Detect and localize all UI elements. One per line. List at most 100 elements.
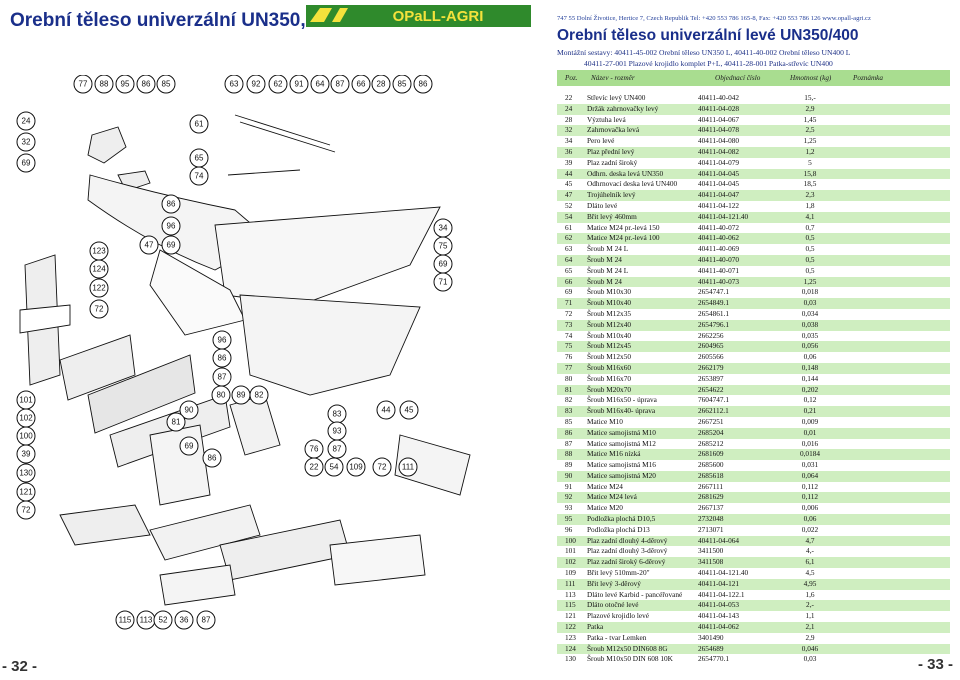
cell-name: Podložka plochá D13 xyxy=(587,524,698,536)
table-header: Poz. Název - rozměr Objednací číslo Hmot… xyxy=(557,70,950,86)
cell-name: Matice samojistná M10 xyxy=(587,427,698,439)
cell-pos: 100 xyxy=(557,535,587,547)
callout-circle xyxy=(89,259,109,279)
cell-name: Plaz zadní dlouhý 4-děrový xyxy=(587,535,698,547)
cell-note xyxy=(847,546,950,558)
callout-circle xyxy=(202,448,222,468)
cell-weight: 0,06 xyxy=(773,352,847,363)
callout-circle xyxy=(174,610,194,630)
cell-pos: 47 xyxy=(557,190,587,201)
callout-circle xyxy=(351,75,371,94)
cell-weight: 0,009 xyxy=(773,416,847,428)
callout-22: 22 xyxy=(304,457,324,477)
cell-name: Odhrnovací deska levá UN400 xyxy=(587,179,698,191)
cell-order: 2681629 xyxy=(698,492,773,504)
cell-order: 2604965 xyxy=(698,341,773,353)
cell-pos: 111 xyxy=(557,578,587,590)
cell-note xyxy=(847,362,950,374)
callout-circle xyxy=(179,436,199,456)
cell-pos: 93 xyxy=(557,503,587,515)
cell-weight: 1,25 xyxy=(773,136,847,147)
cell-order: 2654861.1 xyxy=(698,308,773,320)
callout-label: 69 xyxy=(439,260,448,269)
callout-47: 47 xyxy=(139,235,159,255)
callout-87: 87 xyxy=(212,367,232,387)
cell-weight: 0,148 xyxy=(773,362,847,374)
callout-circle xyxy=(189,166,209,186)
cell-note xyxy=(847,568,950,579)
cell-pos: 65 xyxy=(557,265,587,277)
cell-name: Zahrnovačka levá xyxy=(587,125,698,137)
callout-label: 72 xyxy=(22,506,31,515)
callout-label: 44 xyxy=(382,406,391,415)
callout-69: 69 xyxy=(179,436,199,456)
cell-note xyxy=(847,384,950,396)
callout-86: 86 xyxy=(161,194,181,214)
callout-65: 65 xyxy=(189,148,209,168)
callout-label: 93 xyxy=(333,427,342,436)
callout-62: 62 xyxy=(268,75,288,94)
cell-pos: 34 xyxy=(557,136,587,147)
cell-weight: 1,2 xyxy=(773,146,847,158)
callout-circle xyxy=(398,457,418,477)
callout-label: 111 xyxy=(402,463,415,472)
cell-order: 2654622 xyxy=(698,384,773,396)
callout-86: 86 xyxy=(202,448,222,468)
callout-label: 76 xyxy=(310,445,319,454)
callout-circle xyxy=(136,75,156,94)
cell-weight: 18,5 xyxy=(773,179,847,191)
page-number-left: - 32 - xyxy=(2,658,38,675)
cell-note xyxy=(847,470,950,482)
callout-label: 63 xyxy=(230,80,239,89)
cell-order: 40411-04-045 xyxy=(698,179,773,191)
callout-80: 80 xyxy=(211,385,231,405)
cell-note xyxy=(847,200,950,212)
callout-circle xyxy=(196,610,216,630)
cell-name: Šroub M12x50 DIN608 8G xyxy=(587,643,698,655)
cell-name: Šroub M12x50 xyxy=(587,352,698,363)
callout-44: 44 xyxy=(376,400,396,420)
callout-circle xyxy=(268,75,288,94)
callout-87: 87 xyxy=(330,75,350,94)
callout-label: 61 xyxy=(195,120,204,129)
cell-pos: 44 xyxy=(557,168,587,180)
callout-label: 102 xyxy=(19,414,33,423)
cell-order: 2653897 xyxy=(698,373,773,385)
cell-note xyxy=(847,557,950,569)
cell-weight: 4,- xyxy=(773,546,847,558)
cell-note xyxy=(847,600,950,612)
callout-circle xyxy=(16,132,36,152)
cell-weight: 2,- xyxy=(773,600,847,612)
callout-label: 122 xyxy=(92,284,106,293)
logo-text: OPaLL-AGRI xyxy=(393,8,484,25)
cell-pos: 62 xyxy=(557,233,587,245)
cell-note xyxy=(847,125,950,137)
cell-order: 40411-04-062 xyxy=(698,622,773,633)
cell-weight: 1,8 xyxy=(773,200,847,212)
callout-label: 96 xyxy=(218,336,227,345)
cell-pos: 87 xyxy=(557,438,587,450)
callout-36: 36 xyxy=(174,610,194,630)
cell-note xyxy=(847,330,950,342)
cell-weight: 2,9 xyxy=(773,632,847,644)
cell-name: Šroub M 24 L xyxy=(587,265,698,277)
cell-weight: 2,5 xyxy=(773,125,847,137)
cell-weight: 0,7 xyxy=(773,222,847,234)
callout-circle xyxy=(211,385,231,405)
cell-note xyxy=(847,298,950,309)
callout-113: 113 xyxy=(136,610,156,630)
cell-weight: 0,0184 xyxy=(773,449,847,461)
cell-name: Plaz zadní široký 6-děrový xyxy=(587,557,698,569)
cell-weight: 0,046 xyxy=(773,643,847,655)
